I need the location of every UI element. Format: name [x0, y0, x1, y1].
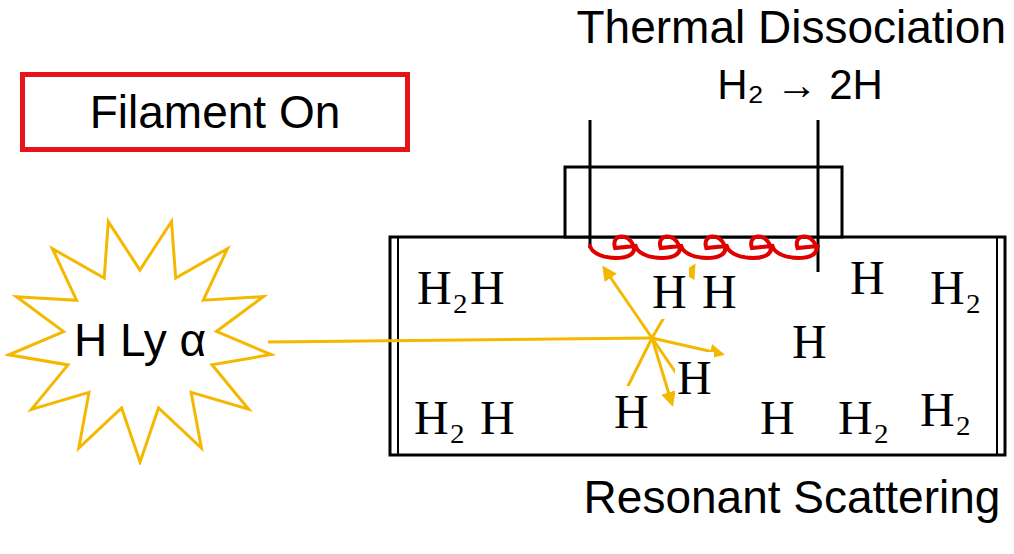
- atom-label: H: [848, 252, 887, 305]
- atom-label: H: [468, 262, 507, 315]
- title-label: Thermal Dissociation: [577, 2, 1006, 53]
- status-box: Filament On: [20, 72, 410, 152]
- light-source-burst: H Ly α: [5, 215, 275, 465]
- reaction-label: H₂ → 2H: [717, 62, 883, 108]
- atom-label: H: [790, 316, 829, 369]
- filament-housing: [565, 167, 842, 237]
- starburst-outline: [9, 222, 271, 463]
- node-text: H Ly α: [74, 315, 206, 366]
- filament-coil: [590, 236, 818, 258]
- molecule-label: H₂: [836, 392, 891, 445]
- molecule-label: H₂: [918, 384, 973, 437]
- atom-label: H: [758, 392, 797, 445]
- molecule-label: H₂: [412, 392, 467, 445]
- node-text: Filament On: [90, 87, 341, 138]
- molecule-label: H₂: [928, 262, 983, 315]
- atom-label: H: [612, 386, 651, 439]
- atom-label: H: [675, 352, 714, 405]
- chamber-window: [397, 237, 399, 455]
- atom-label: H: [478, 392, 517, 445]
- atom-label: H: [650, 266, 689, 319]
- scattered-ray: [604, 268, 652, 338]
- chamber-window: [996, 237, 998, 455]
- molecule-label: H₂: [415, 262, 470, 315]
- atom-label: H: [700, 266, 739, 319]
- chamber-outline: [390, 237, 1005, 455]
- scattered-ray: [652, 338, 672, 404]
- lyman-alpha-beam: [268, 338, 652, 342]
- caption-label: Resonant Scattering: [584, 472, 1001, 523]
- electrode-lead: [589, 120, 592, 248]
